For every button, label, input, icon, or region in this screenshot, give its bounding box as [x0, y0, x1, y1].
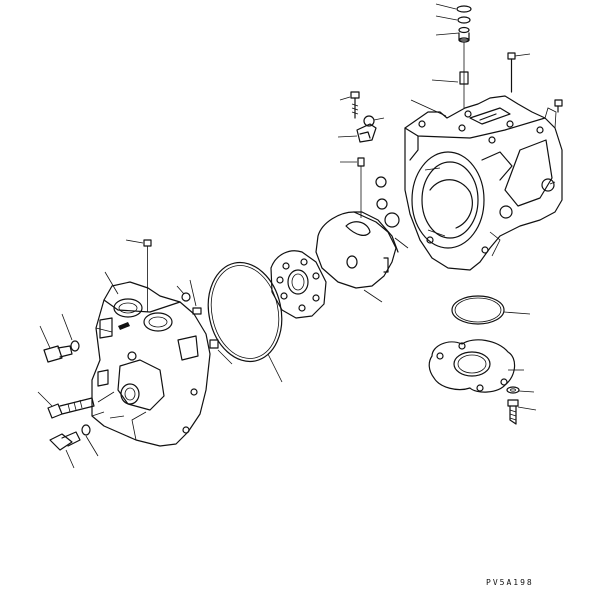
- large-o-ring: [207, 261, 283, 383]
- end-cap-left-fasteners: [37, 313, 125, 469]
- cover-bolt-chain: [337, 91, 400, 228]
- top-plug-stack: [431, 3, 472, 108]
- valve-plate: [270, 250, 327, 319]
- swash-cover-plate: [315, 211, 409, 303]
- flange-gasket: [428, 339, 524, 393]
- end-cap-side-plugs: [104, 271, 233, 365]
- housing-leaders: [410, 99, 556, 185]
- flange-washer-bolt: [506, 386, 537, 425]
- drawing-code: PV5A198: [486, 578, 534, 587]
- pump-case-housing: [404, 95, 563, 271]
- case-bolts-top-right: [507, 52, 563, 113]
- end-cap-block: [91, 281, 211, 447]
- end-cap-top-bolt: [125, 239, 152, 312]
- case-o-ring: [451, 295, 531, 325]
